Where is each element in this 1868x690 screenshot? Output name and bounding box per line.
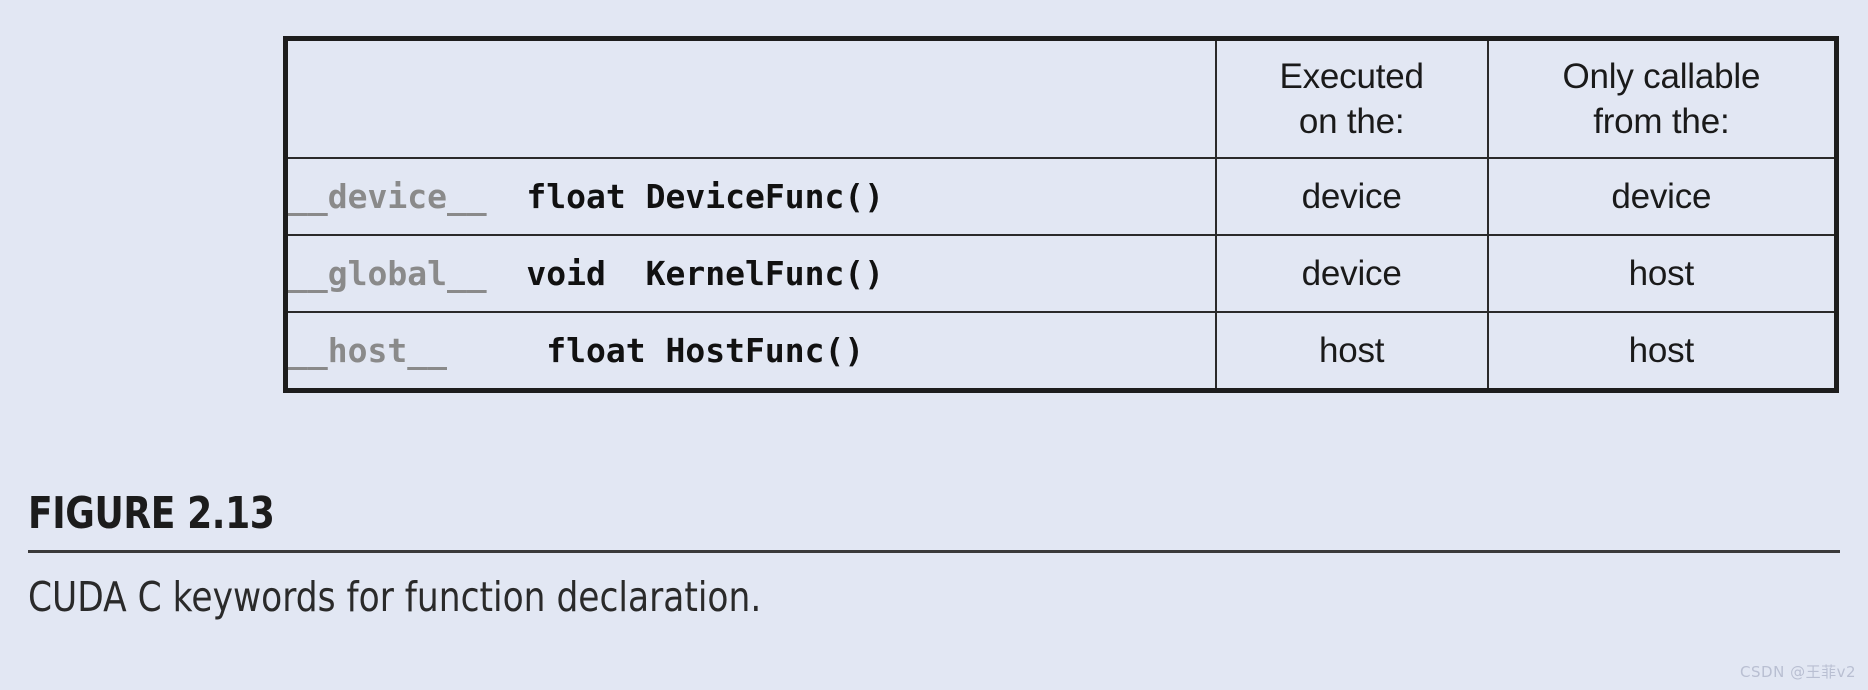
keyword-host: __host__ — [288, 331, 447, 370]
figure-caption-text: CUDA C keywords for function declaration… — [28, 573, 762, 621]
cell-executed-on: device — [1214, 234, 1489, 313]
table-header-row: Executed on the: Only callable from the: — [285, 37, 1838, 159]
table-row: __device__ float DeviceFunc() device dev… — [284, 157, 1838, 236]
cell-executed-on: host — [1214, 311, 1489, 392]
header-executed-line2: on the: — [1298, 102, 1405, 141]
signature-device: float DeviceFunc() — [486, 177, 885, 216]
figure-number: FIGURE 2.13 — [28, 488, 275, 539]
signature-host: float HostFunc() — [446, 331, 865, 370]
figure-caption-block: FIGURE 2.13 CUDA C keywords for function… — [28, 492, 1840, 620]
table-row: __host__ float HostFunc() host host — [284, 311, 1838, 392]
header-callable-line2: from the: — [1593, 102, 1730, 141]
cell-callable-from: device — [1486, 157, 1838, 236]
cell-declaration: __device__ float DeviceFunc() — [284, 157, 1217, 236]
keyword-device: __device__ — [288, 177, 487, 216]
cell-executed-on: device — [1214, 157, 1489, 236]
cell-callable-from: host — [1486, 234, 1838, 313]
header-cell-executed-on: Executed on the: — [1214, 37, 1489, 159]
cell-declaration: __global__ void KernelFunc() — [284, 234, 1217, 313]
signature-global: void KernelFunc() — [486, 254, 885, 293]
keyword-global: __global__ — [288, 254, 487, 293]
table-row: __global__ void KernelFunc() device host — [284, 234, 1838, 313]
header-cell-signature — [285, 38, 1217, 159]
header-executed-line1: Executed — [1279, 56, 1424, 96]
cuda-keywords-table: Executed on the: Only callable from the:… — [283, 36, 1839, 393]
header-callable-line1: Only callable — [1562, 56, 1761, 96]
header-cell-callable-from: Only callable from the: — [1486, 37, 1838, 159]
cell-callable-from: host — [1486, 311, 1838, 392]
cell-declaration: __host__ float HostFunc() — [284, 311, 1217, 392]
caption-divider — [28, 550, 1840, 553]
figure-area: Executed on the: Only callable from the:… — [283, 36, 1839, 393]
watermark: CSDN @王菲v2 — [1740, 663, 1856, 681]
